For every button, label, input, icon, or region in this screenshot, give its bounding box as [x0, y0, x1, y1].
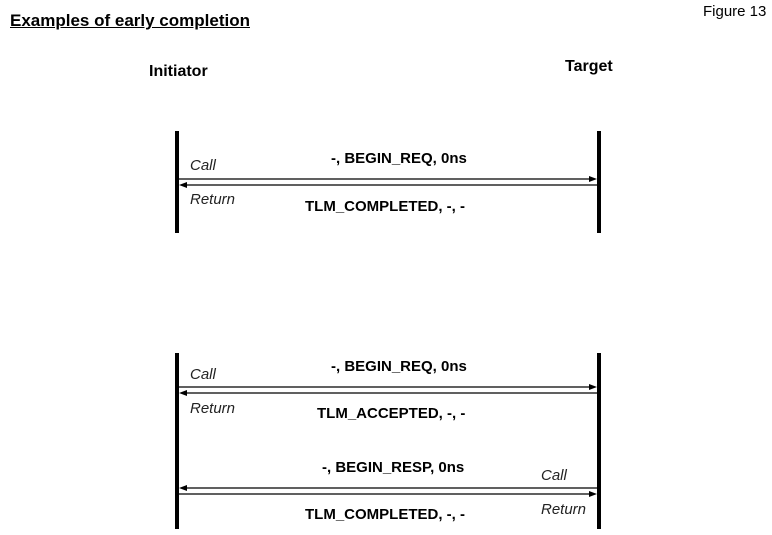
- backward-return-label: Return: [541, 501, 587, 518]
- backward-message: -, BEGIN_RESP, 0ns: [322, 459, 465, 476]
- figure-label: Figure 13: [703, 3, 767, 20]
- return-arrowhead-2: [179, 390, 187, 396]
- backward-call-label: Call: [541, 467, 567, 484]
- backward-return-arrowhead: [589, 491, 597, 497]
- initiator-heading: Initiator: [149, 63, 208, 80]
- call-arrowhead-2: [589, 384, 597, 390]
- return-label-1: Return: [190, 191, 236, 208]
- backward-call-arrowhead: [179, 485, 187, 491]
- return-label-2: Return: [190, 400, 236, 417]
- target-heading: Target: [565, 58, 613, 75]
- page-title: Examples of early completion: [10, 11, 250, 30]
- return-arrowhead-1: [179, 182, 187, 188]
- call-label-1: Call: [190, 157, 216, 174]
- return-message-1: TLM_COMPLETED, -, -: [305, 198, 465, 215]
- backward-return-message: TLM_COMPLETED, -, -: [305, 506, 465, 523]
- return-message-2: TLM_ACCEPTED, -, -: [317, 405, 466, 422]
- call-label-2: Call: [190, 366, 216, 383]
- call-arrowhead-1: [589, 176, 597, 182]
- forward-message-1: -, BEGIN_REQ, 0ns: [331, 150, 467, 167]
- forward-message-2: -, BEGIN_REQ, 0ns: [331, 358, 467, 375]
